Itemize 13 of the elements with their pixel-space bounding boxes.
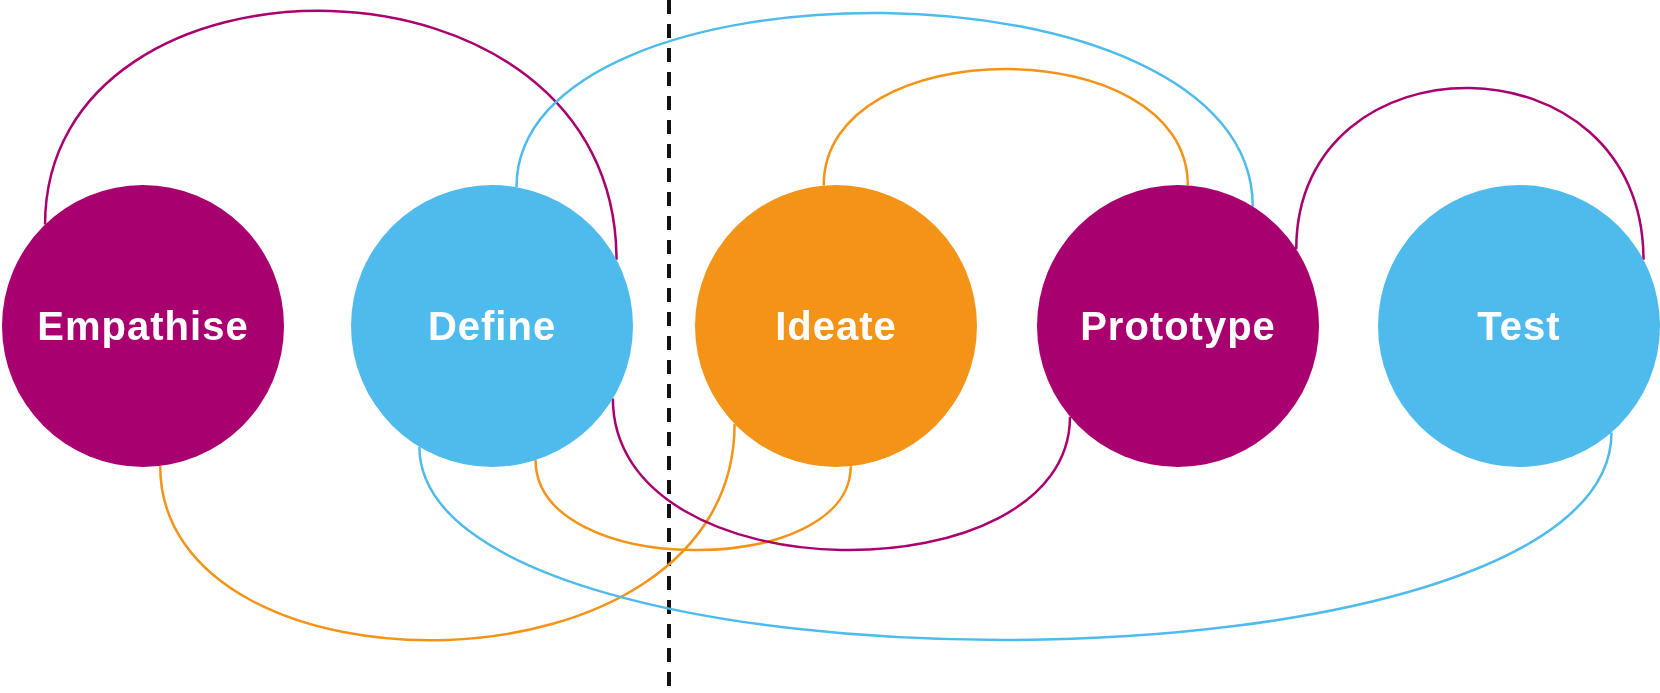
connector-curve bbox=[611, 398, 1072, 552]
phase-label: Empathise bbox=[37, 303, 249, 350]
connector-curve bbox=[158, 423, 736, 642]
phase-label: Ideate bbox=[775, 303, 897, 350]
phase-label: Define bbox=[427, 303, 557, 350]
connector-curve bbox=[1295, 86, 1645, 260]
connector-curve bbox=[43, 9, 618, 260]
phase-label: Test bbox=[1477, 303, 1561, 350]
connector-curve bbox=[822, 67, 1190, 186]
connector-curve bbox=[515, 11, 1254, 207]
phase-label: Prototype bbox=[1080, 303, 1276, 350]
connector-curve bbox=[534, 459, 852, 552]
connector-curve bbox=[418, 431, 1613, 642]
